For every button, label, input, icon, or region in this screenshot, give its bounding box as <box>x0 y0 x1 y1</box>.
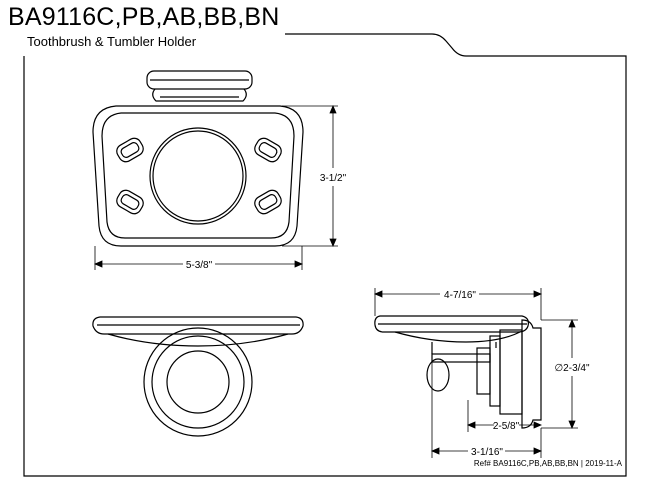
product-name-subtitle: Toothbrush & Tumbler Holder <box>27 34 197 49</box>
model-number-title: BA9116C,PB,AB,BB,BN <box>8 3 280 31</box>
width-dimension-line <box>93 246 304 270</box>
flange-diameter-label: ∅2-3/4" <box>554 363 590 374</box>
toothbrush-slots <box>116 137 282 215</box>
width-dimension-label: 5-3/8" <box>186 260 213 271</box>
flange-diameter-line <box>541 318 578 430</box>
drawing-border <box>23 33 627 477</box>
projection-short-label: 2-5/8" <box>493 421 520 432</box>
height-dimension-line <box>282 104 338 248</box>
reference-number: Ref# BA9116C,PB,AB,BB,BN | 2019-11-A <box>473 459 622 468</box>
height-dimension-label: 3-1/2" <box>320 173 347 184</box>
depth-dimension-label: 4-7/16" <box>444 290 476 301</box>
projection-dimension-lines <box>430 362 543 458</box>
depth-dimension-line <box>373 288 543 320</box>
top-view-dish <box>146 70 253 102</box>
bottom-view-holder <box>92 316 304 437</box>
front-view-holder <box>92 105 304 247</box>
projection-long-label: 3-1/16" <box>471 447 503 458</box>
side-view-holder <box>374 315 542 429</box>
